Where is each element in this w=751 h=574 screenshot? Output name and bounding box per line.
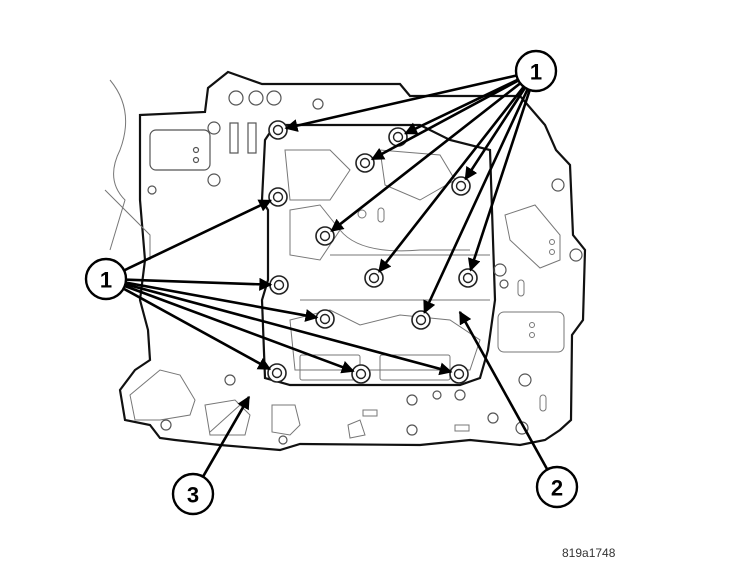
callout-label: 1	[530, 60, 542, 85]
bolt-icon	[449, 364, 469, 384]
bolt-icon	[267, 363, 287, 383]
bolt-icon	[315, 309, 335, 329]
bolt-icon	[364, 268, 384, 288]
bolt-icon	[451, 176, 471, 196]
leader-arrow	[122, 287, 272, 371]
leader-arrow	[125, 277, 273, 291]
leader-arrow	[125, 281, 319, 322]
leader-arrow	[124, 284, 355, 374]
callout-label: 2	[551, 476, 563, 501]
leader-arrow	[123, 199, 272, 272]
callout-1: 1	[84, 257, 128, 301]
callout-label: 1	[100, 268, 112, 293]
callout-2: 2	[535, 465, 579, 509]
callout-group: 1 1 2 3	[84, 49, 579, 516]
figure-id: 819a1748	[562, 546, 616, 560]
leader-arrow	[404, 78, 519, 135]
bolt-icon	[268, 187, 288, 207]
valve-body-housing	[104, 70, 587, 452]
leader-arrow	[423, 88, 529, 314]
bolt-icon	[355, 153, 375, 173]
leader-lines	[122, 74, 549, 478]
bolt-icon	[458, 268, 478, 288]
leader-arrow	[467, 89, 531, 272]
leader-arrow	[124, 282, 453, 376]
callout-3: 3	[171, 472, 215, 516]
callout-1: 1	[514, 49, 558, 93]
leader-arrow	[370, 79, 520, 161]
leader-arrow	[377, 85, 525, 273]
bolt-icon	[315, 226, 335, 246]
leader-arrow	[458, 310, 549, 471]
callout-label: 3	[187, 483, 199, 508]
leader-arrow	[201, 395, 251, 478]
bolt-icon	[269, 275, 289, 295]
leader-arrow	[330, 82, 522, 233]
bolt-icon	[351, 364, 371, 384]
leader-arrow	[464, 87, 527, 181]
bolt-icon	[411, 310, 431, 330]
bolt-icon	[268, 120, 288, 140]
leader-arrow	[284, 74, 517, 132]
